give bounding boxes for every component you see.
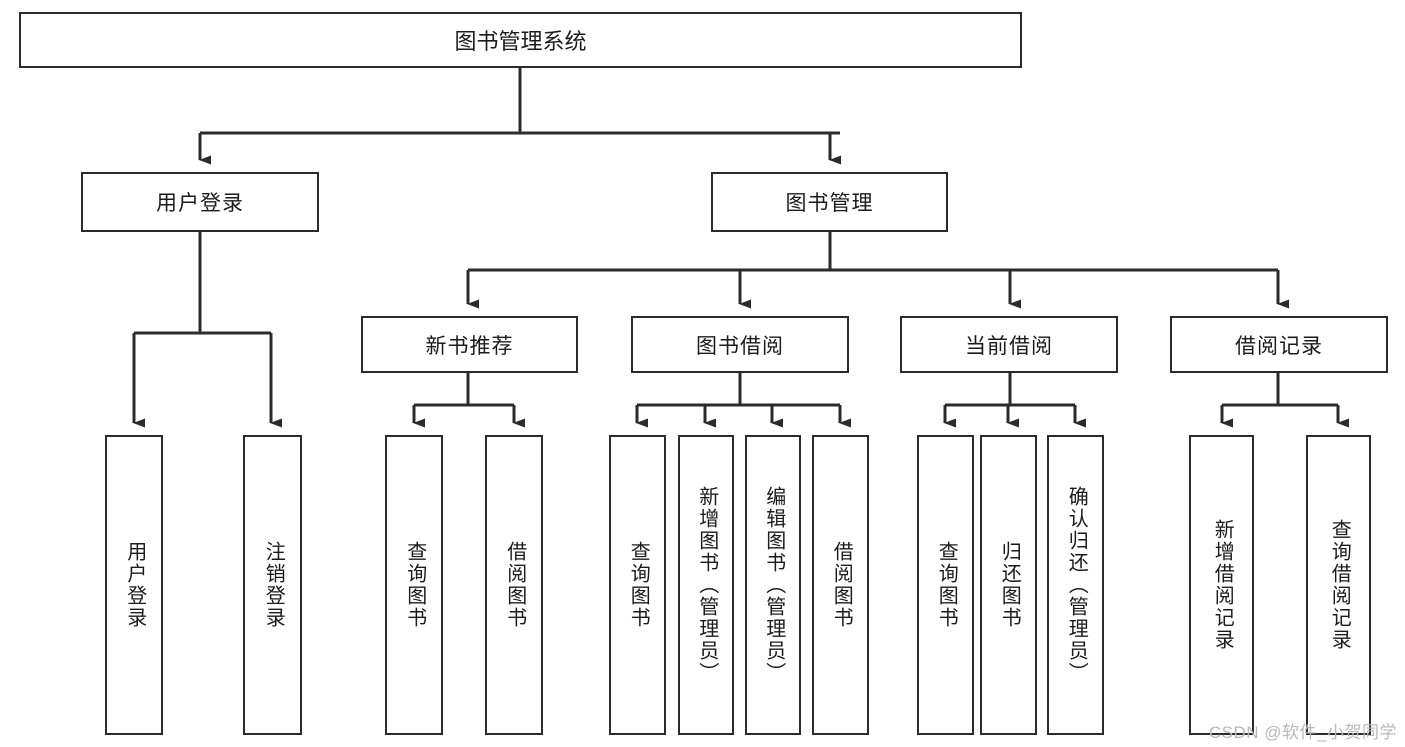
node-leaf-query-book-1[interactable]: 查询图书 [385, 435, 443, 735]
node-leaf-query-book-3-label: 查询图书 [935, 541, 958, 629]
node-leaf-return-book[interactable]: 归还图书 [980, 435, 1037, 735]
node-leaf-query-record-label: 查询借阅记录 [1328, 519, 1351, 651]
node-leaf-query-book-2[interactable]: 查询图书 [609, 435, 666, 735]
node-book-borrow-label: 图书借阅 [696, 334, 784, 358]
node-user-login[interactable]: 用户登录 [81, 172, 319, 232]
node-leaf-add-record[interactable]: 新增借阅记录 [1189, 435, 1254, 735]
node-leaf-user-login-label: 用户登录 [123, 541, 146, 629]
node-new-book-recommend-label: 新书推荐 [425, 334, 514, 358]
node-leaf-return-book-label: 归还图书 [998, 541, 1021, 629]
node-borrow-record-label: 借阅记录 [1235, 334, 1323, 358]
node-leaf-edit-book-label: 编辑图书（管理员） [762, 486, 785, 684]
node-book-manage[interactable]: 图书管理 [711, 172, 948, 232]
node-borrow-record[interactable]: 借阅记录 [1170, 316, 1388, 373]
node-root-label: 图书管理系统 [454, 29, 587, 54]
node-book-manage-label: 图书管理 [785, 192, 874, 215]
node-leaf-user-login[interactable]: 用户登录 [105, 435, 163, 735]
node-leaf-borrow-book-1-label: 借阅图书 [503, 541, 526, 629]
node-leaf-borrow-book-2-label: 借阅图书 [830, 541, 853, 629]
node-leaf-borrow-book-1[interactable]: 借阅图书 [485, 435, 543, 735]
node-leaf-add-record-label: 新增借阅记录 [1211, 519, 1234, 651]
node-current-borrow-label: 当前借阅 [965, 334, 1053, 358]
node-leaf-query-book-1-label: 查询图书 [403, 541, 426, 629]
node-leaf-add-book[interactable]: 新增图书（管理员） [678, 435, 734, 735]
node-book-borrow[interactable]: 图书借阅 [631, 316, 849, 373]
node-leaf-query-record[interactable]: 查询借阅记录 [1306, 435, 1371, 735]
node-current-borrow[interactable]: 当前借阅 [900, 316, 1118, 373]
node-leaf-confirm-return[interactable]: 确认归还（管理员） [1047, 435, 1104, 735]
node-new-book-recommend[interactable]: 新书推荐 [361, 316, 578, 373]
node-leaf-add-book-label: 新增图书（管理员） [695, 486, 718, 684]
node-leaf-user-logout[interactable]: 注销登录 [243, 435, 302, 735]
node-root[interactable]: 图书管理系统 [19, 12, 1022, 68]
node-leaf-borrow-book-2[interactable]: 借阅图书 [812, 435, 869, 735]
node-leaf-user-logout-label: 注销登录 [262, 541, 285, 629]
node-leaf-query-book-2-label: 查询图书 [627, 541, 650, 629]
node-leaf-edit-book[interactable]: 编辑图书（管理员） [745, 435, 801, 735]
node-leaf-query-book-3[interactable]: 查询图书 [917, 435, 974, 735]
watermark: CSDN @软件_小贺同学 [1208, 723, 1397, 742]
node-user-login-label: 用户登录 [156, 192, 244, 215]
node-leaf-confirm-return-label: 确认归还（管理员） [1065, 486, 1088, 684]
